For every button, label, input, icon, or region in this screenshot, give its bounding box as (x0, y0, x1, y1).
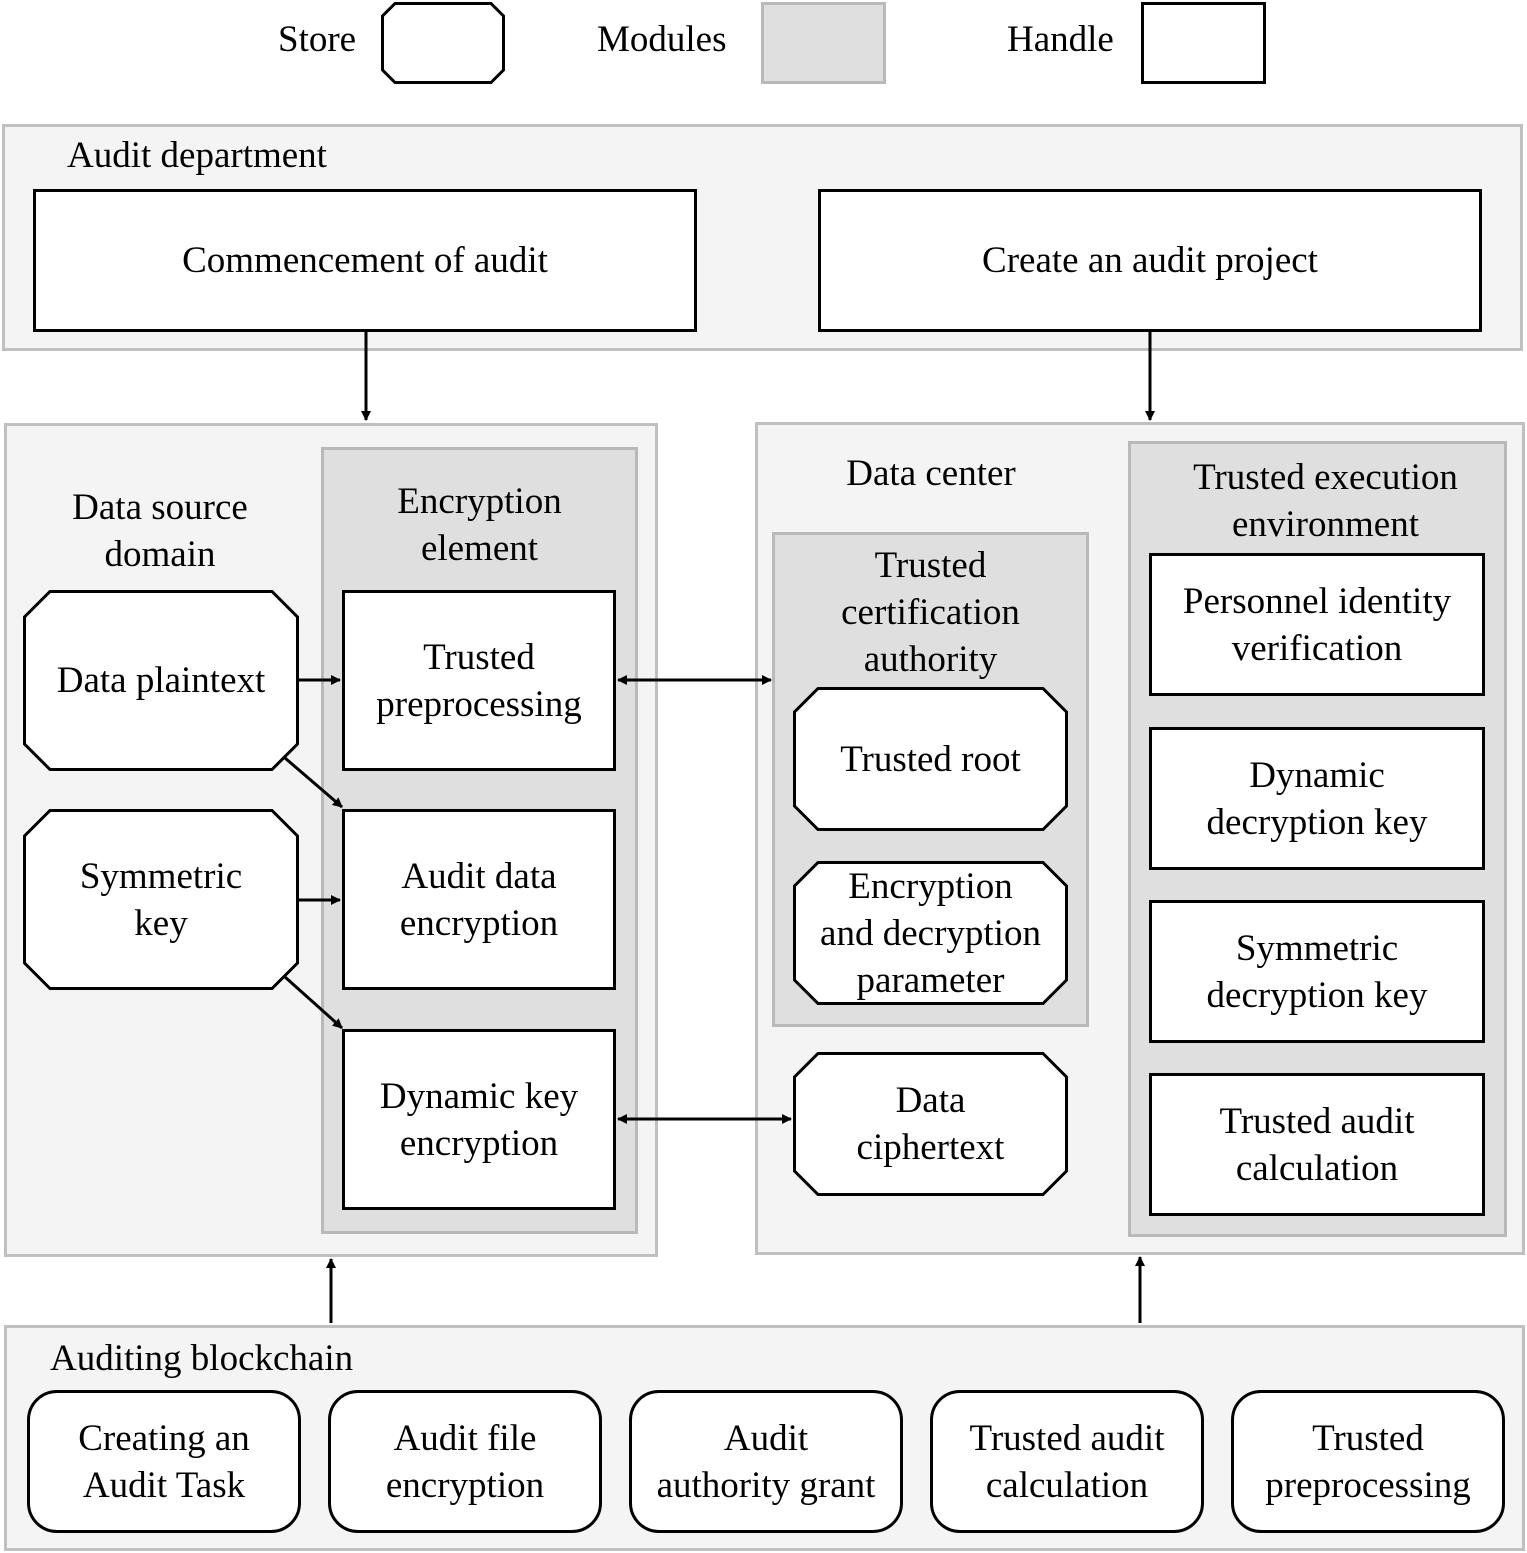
trusted-ca-title: Trusted certification authority (841, 545, 1020, 680)
tee-title: Trusted execution environment (1193, 457, 1458, 545)
trusted-root-store: Trusted root (793, 687, 1068, 831)
audit-department-title: Audit department (67, 135, 327, 176)
trusted-preprocessing-box: Trusted preprocessing (342, 590, 616, 771)
audit-data-encryption-label: Audit data encryption (399, 855, 559, 944)
symmetric-key-label: Symmetric key (79, 855, 243, 944)
trusted-root-label: Trusted root (840, 738, 1021, 780)
data-plaintext-label: Data plaintext (56, 660, 266, 701)
encryption-element-title: Encryption element (397, 481, 562, 569)
personnel-identity-label: Personnel identity verification (1182, 580, 1452, 669)
tee-audit-calculation-label: Trusted audit calculation (1219, 1100, 1415, 1189)
dynamic-decryption-key-label: Dynamic decryption key (1206, 754, 1428, 843)
commencement-label: Commencement of audit (182, 240, 548, 281)
blockchain-item-label: Audit authority grant (656, 1417, 876, 1506)
legend-handle-label: Handle (1007, 19, 1114, 60)
legend-handle-shape (1141, 2, 1266, 84)
legend-modules-shape (761, 2, 886, 84)
symmetric-key-store: Symmetric key (23, 809, 299, 990)
trusted-preprocessing-label: Trusted preprocessing (376, 636, 582, 725)
enc-dec-parameter-store: Encryption and decryption parameter (793, 861, 1068, 1005)
blockchain-item-label: Creating an Audit Task (78, 1417, 250, 1506)
blockchain-item-label: Audit file encryption (385, 1417, 545, 1506)
create-project-label: Create an audit project (982, 240, 1318, 281)
symmetric-decryption-key-box: Symmetric decryption key (1149, 900, 1485, 1043)
symmetric-decryption-key-label: Symmetric decryption key (1206, 927, 1428, 1016)
data-center-title: Data center (846, 453, 1016, 494)
data-plaintext-store: Data plaintext (23, 590, 299, 771)
blockchain-item-audit-file-encryption: Audit file encryption (328, 1390, 602, 1533)
create-audit-project-box: Create an audit project (818, 189, 1482, 332)
dynamic-key-encryption-box: Dynamic key encryption (342, 1029, 616, 1210)
personnel-identity-box: Personnel identity verification (1149, 553, 1485, 696)
dynamic-decryption-key-box: Dynamic decryption key (1149, 727, 1485, 870)
blockchain-item-trusted-preprocessing: Trusted preprocessing (1231, 1390, 1505, 1533)
data-source-domain-title: Data source domain (72, 487, 248, 575)
trusted-audit-calculation-box: Trusted audit calculation (1149, 1073, 1485, 1216)
blockchain-item-creating-audit-task: Creating an Audit Task (27, 1390, 301, 1533)
legend-modules-label: Modules (597, 19, 727, 60)
blockchain-item-label: Trusted audit calculation (969, 1417, 1165, 1506)
commencement-of-audit-box: Commencement of audit (33, 189, 697, 332)
blockchain-item-trusted-audit-calculation: Trusted audit calculation (930, 1390, 1204, 1533)
blockchain-item-label: Trusted preprocessing (1265, 1417, 1471, 1506)
audit-data-encryption-box: Audit data encryption (342, 809, 616, 990)
dynamic-key-encryption-label: Dynamic key encryption (379, 1075, 579, 1164)
data-ciphertext-label: Data ciphertext (856, 1080, 1005, 1168)
data-ciphertext-store: Data ciphertext (793, 1052, 1068, 1196)
legend-store-shape (381, 2, 505, 84)
enc-dec-parameter-label: Encryption and decryption parameter (820, 865, 1041, 1001)
auditing-blockchain-title: Auditing blockchain (50, 1338, 354, 1379)
legend-store-label: Store (278, 19, 357, 60)
blockchain-item-audit-authority-grant: Audit authority grant (629, 1390, 903, 1533)
